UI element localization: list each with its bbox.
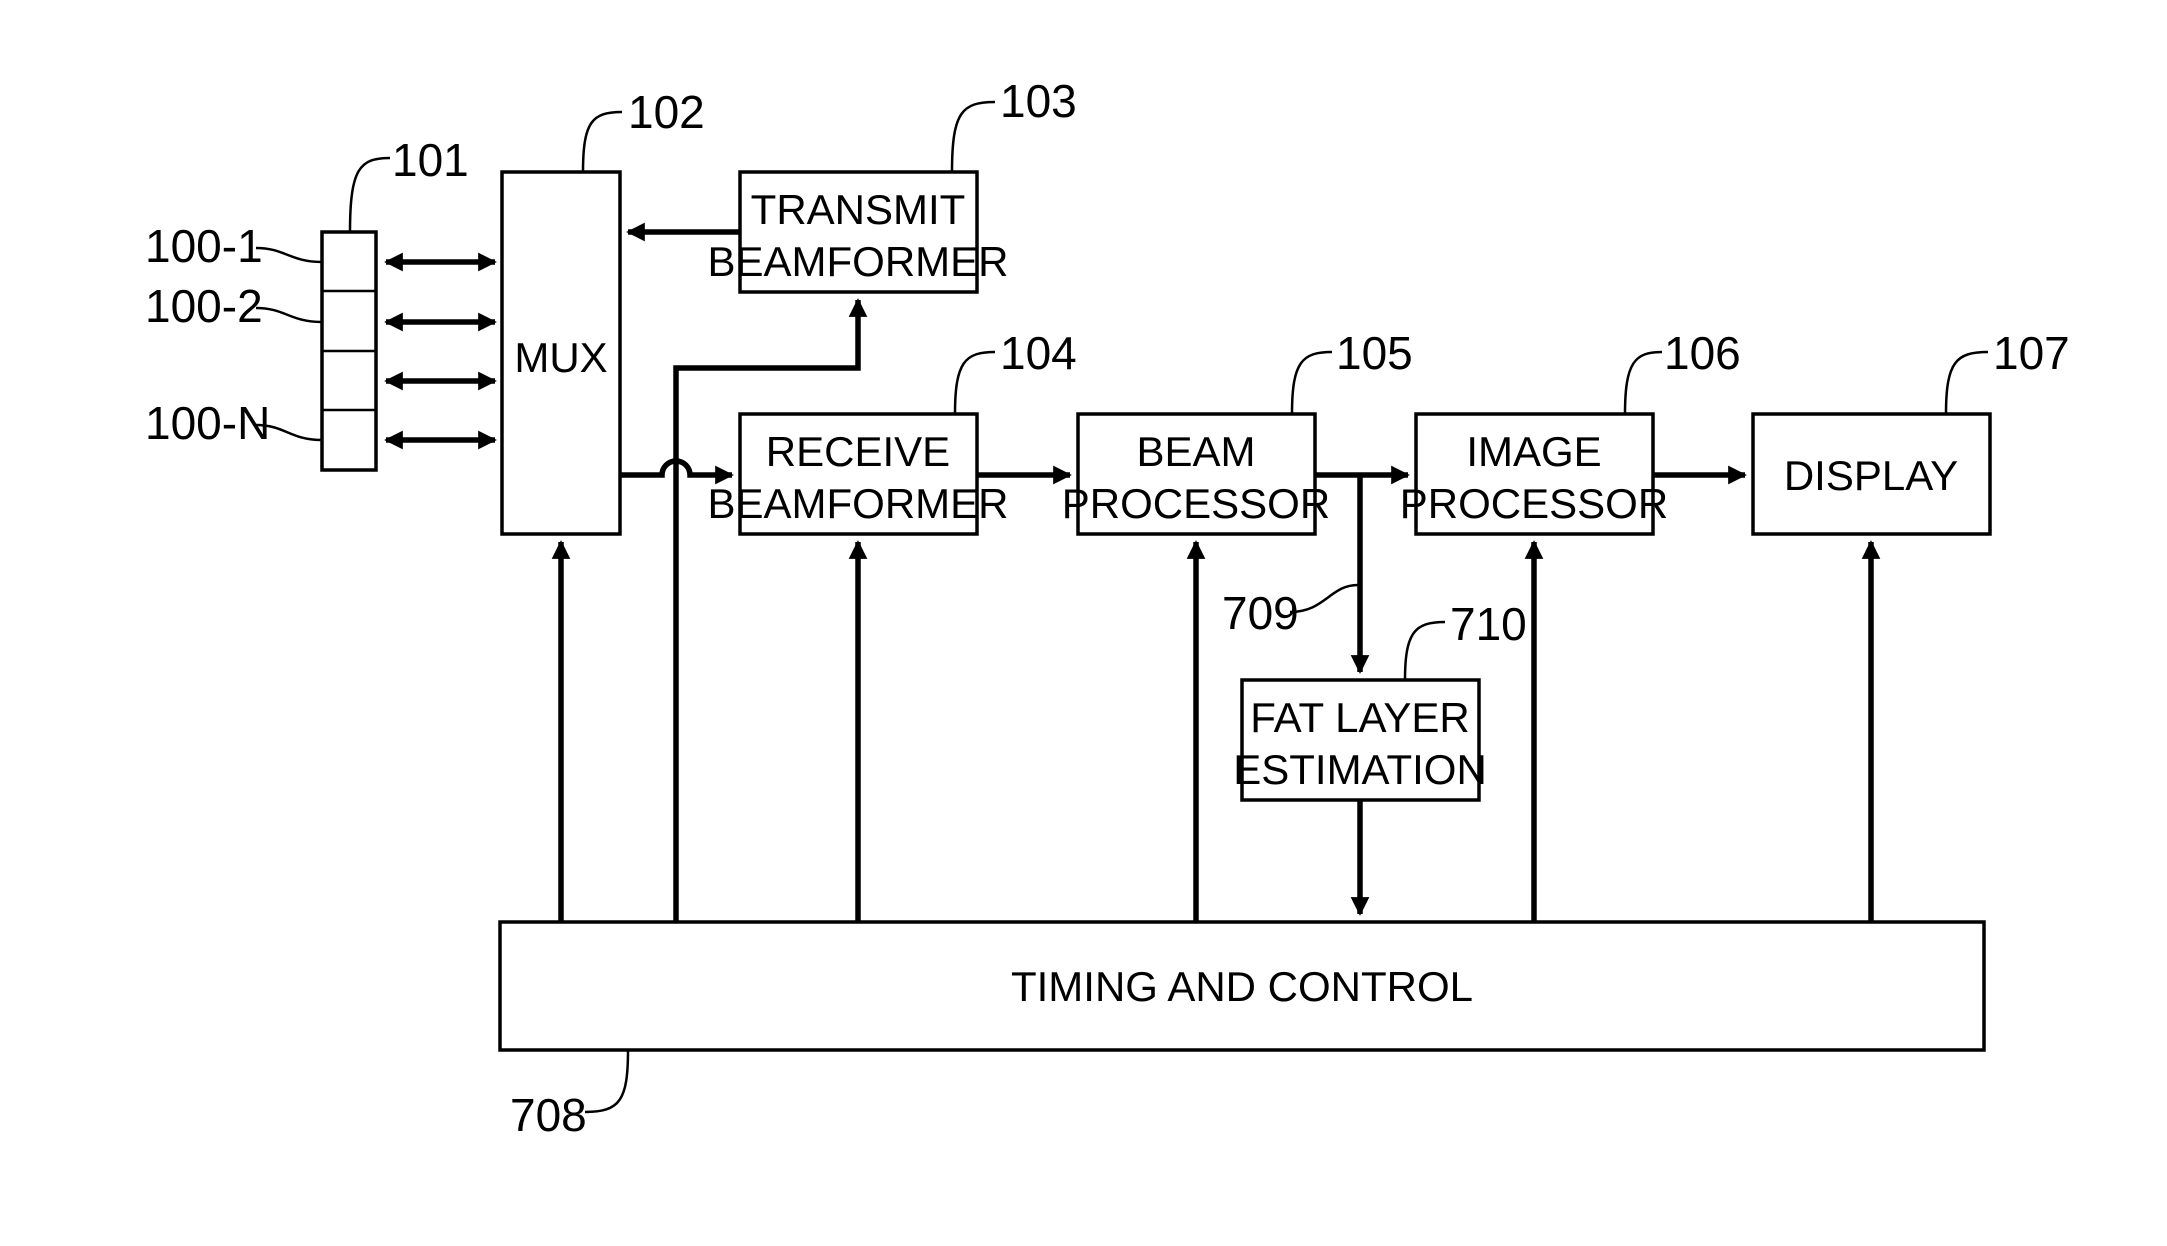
transducer-array <box>322 232 376 470</box>
mux-label: MUX <box>514 334 607 381</box>
element-leader-1 <box>256 248 322 262</box>
display-leader <box>1946 352 1988 414</box>
beam-processor-leader <box>1292 352 1332 414</box>
timing-and-control-label: TIMING AND CONTROL <box>1011 963 1473 1010</box>
receive-beamformer-ref: 104 <box>1000 327 1077 379</box>
timing-to-transmit-arrow <box>676 300 858 922</box>
fat-layer-estimation-ref: 710 <box>1450 598 1527 650</box>
receive-beamformer-leader <box>955 352 995 414</box>
element-label-1: 100-1 <box>145 220 263 272</box>
image-processor-leader <box>1625 352 1662 414</box>
timing-and-control-ref: 708 <box>510 1089 587 1141</box>
display-label: DISPLAY <box>1784 452 1958 499</box>
mux-leader <box>583 112 622 172</box>
fat-layer-estimation-label-line2: ESTIMATION <box>1233 746 1487 793</box>
signal-leader <box>1290 585 1358 612</box>
image-processor-label-line2: PROCESSOR <box>1400 480 1668 527</box>
element-label-2: 100-2 <box>145 280 263 332</box>
receive-beamformer-label-line2: BEAMFORMER <box>707 480 1008 527</box>
beam-processor-label-line1: BEAM <box>1136 428 1255 475</box>
transducer-array-leader <box>350 158 390 232</box>
transducer-array-ref: 101 <box>392 134 469 186</box>
transmit-beamformer-label-line2: BEAMFORMER <box>707 238 1008 285</box>
element-leader-2 <box>256 308 322 322</box>
element-label-n: 100-N <box>145 397 270 449</box>
fat-layer-estimation-leader <box>1405 622 1445 680</box>
receive-beamformer-label-line1: RECEIVE <box>766 428 950 475</box>
image-processor-label-line1: IMAGE <box>1466 428 1601 475</box>
transmit-beamformer-label-line1: TRANSMIT <box>751 186 966 233</box>
timing-and-control-leader <box>585 1050 628 1112</box>
fat-layer-estimation-label-line1: FAT LAYER <box>1250 694 1469 741</box>
transmit-beamformer-ref: 103 <box>1000 75 1077 127</box>
mux-ref: 102 <box>628 86 705 138</box>
image-processor-ref: 106 <box>1664 327 1741 379</box>
beam-processor-label-line2: PROCESSOR <box>1062 480 1330 527</box>
transmit-beamformer-leader <box>952 102 995 172</box>
beam-processor-ref: 105 <box>1336 327 1413 379</box>
display-ref: 107 <box>1993 327 2070 379</box>
signal-ref: 709 <box>1222 587 1299 639</box>
